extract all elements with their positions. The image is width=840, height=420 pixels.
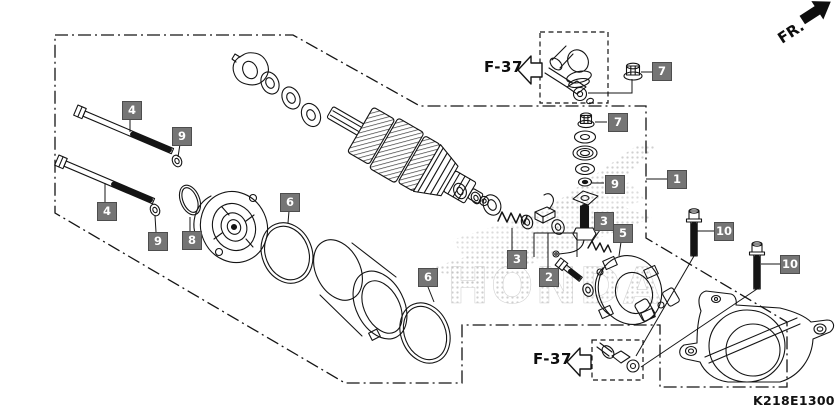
callout-9[interactable]: 9 — [172, 127, 192, 146]
callout-10[interactable]: 10 — [714, 222, 734, 241]
leader-lines — [104, 71, 780, 368]
callout-3[interactable]: 3 — [507, 250, 527, 269]
through-bolt-drawing — [54, 104, 175, 205]
f37-arrows — [517, 55, 592, 377]
callout-6[interactable]: 6 — [280, 193, 300, 212]
armature-drawing — [326, 106, 490, 207]
small-o-ring-drawing — [178, 184, 202, 216]
callout-4[interactable]: 4 — [122, 101, 142, 120]
callout-8[interactable]: 8 — [182, 231, 202, 250]
reference-f37-top[interactable]: F-37 — [484, 58, 523, 76]
brush-holder-drawing — [594, 255, 665, 325]
thrust-washer-drawing — [260, 71, 322, 128]
small-washer-drawing — [149, 154, 183, 217]
callout-5[interactable]: 5 — [613, 224, 633, 243]
terminal-boot-drawing — [544, 45, 594, 105]
fr-label: FR. — [774, 17, 807, 47]
callout-10[interactable]: 10 — [780, 255, 800, 274]
lock-plate-drawing — [231, 52, 270, 86]
f37-arrow-bottom-icon — [566, 347, 592, 377]
brush-parts-drawing — [497, 193, 612, 297]
callout-2[interactable]: 2 — [539, 268, 559, 287]
callout-1[interactable]: 1 — [667, 170, 687, 189]
callout-6[interactable]: 6 — [418, 268, 438, 287]
reference-f37-bottom[interactable]: F-37 — [533, 350, 572, 368]
callout-9[interactable]: 9 — [605, 175, 625, 194]
callout-9[interactable]: 9 — [148, 232, 168, 251]
rear-o-ring-drawing — [399, 302, 451, 364]
flange-bolt-drawing — [685, 208, 766, 291]
fr-arrow-icon — [799, 1, 831, 25]
mount-bracket-drawing — [679, 290, 835, 383]
callout-4[interactable]: 4 — [97, 202, 117, 221]
fr-direction: FR. — [774, 1, 831, 47]
callout-7[interactable]: 7 — [608, 113, 628, 132]
callout-3[interactable]: 3 — [594, 212, 614, 231]
enclosure-border — [54, 34, 788, 388]
end-cover-drawing — [193, 190, 269, 264]
f37-arrow-top-icon — [517, 55, 543, 85]
terminal-stack-drawing — [552, 62, 643, 258]
callout-7[interactable]: 7 — [652, 62, 672, 81]
diagram-code: K218E1300 — [753, 393, 835, 408]
gasket-pad-drawing — [634, 287, 680, 322]
commutator-washer-drawing — [453, 182, 502, 216]
front-o-ring-drawing — [260, 222, 314, 284]
cable-terminal-drawing — [596, 342, 640, 373]
motor-case-drawing — [313, 239, 408, 341]
